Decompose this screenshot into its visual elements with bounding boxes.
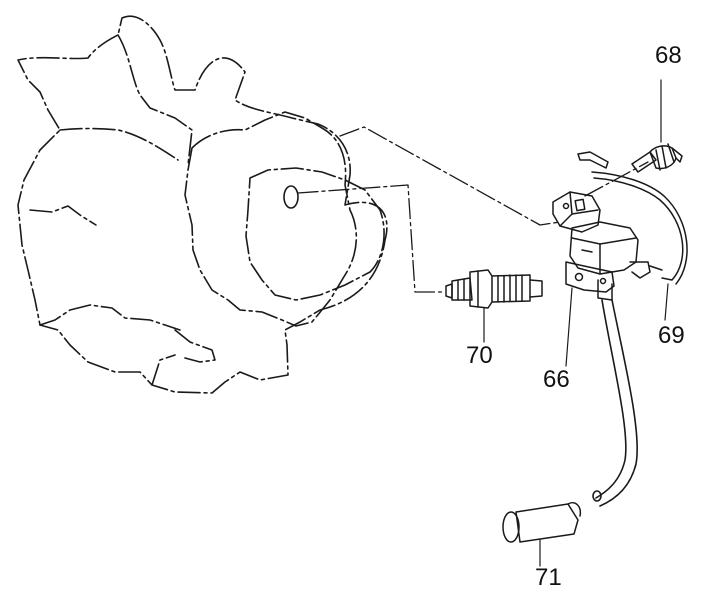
callout-70-spark-plug: 70 [466, 342, 493, 369]
alignment-lines [297, 126, 649, 293]
callout-71-spark-plug-cap: 71 [535, 564, 562, 591]
cylinder-head-outline [184, 111, 385, 327]
ignition-coil [552, 191, 663, 367]
callout-68-clamp: 68 [655, 42, 682, 69]
high-tension-lead [592, 299, 638, 507]
clamp [577, 79, 683, 173]
callout-66-ignition-coil: 66 [543, 366, 570, 393]
spark-plug-cap [502, 502, 582, 567]
spark-plug-hole [283, 185, 299, 209]
callout-69-ground-wire: 69 [658, 322, 685, 349]
spark-plug [445, 269, 543, 343]
engine-outline [17, 15, 388, 394]
ground-wire [591, 171, 688, 321]
